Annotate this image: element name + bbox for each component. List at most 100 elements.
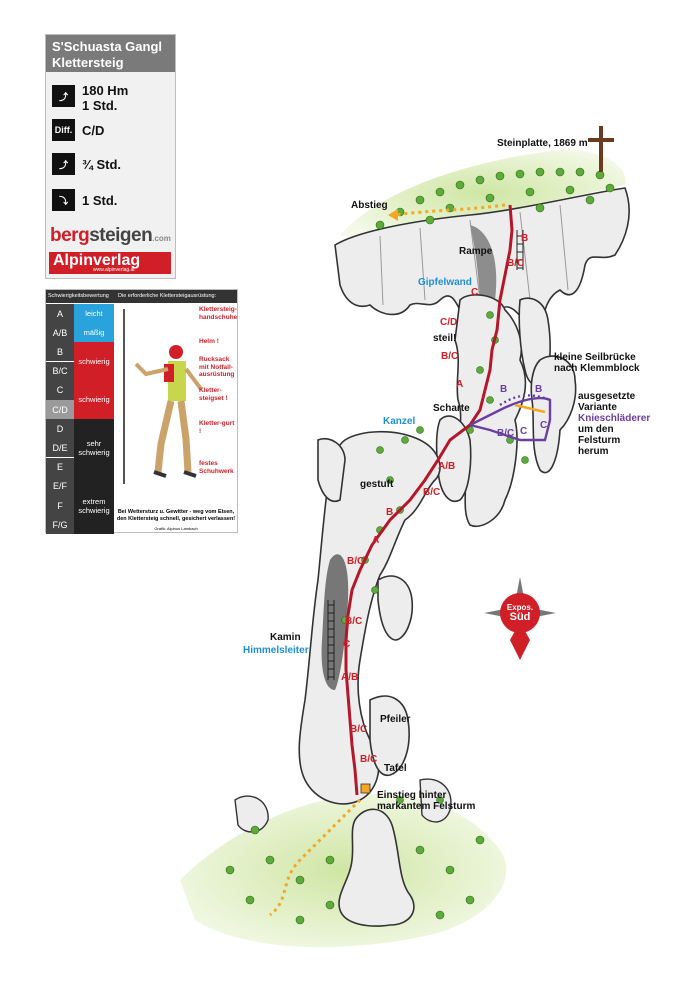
route-grade: A (456, 379, 464, 390)
equipment-callout: Helm ! (199, 338, 219, 345)
level-cell: sehr schwierig (74, 419, 114, 477)
approach-path (269, 798, 362, 917)
entry-rock-tower (338, 808, 415, 927)
alpinverlag-url: www.alpinverlag.at (93, 267, 135, 273)
table-label: Tafel (384, 763, 407, 774)
bergsteigen-logo-a: berg (50, 225, 90, 246)
variant-label: ausgesetzte Variante (578, 391, 636, 413)
ladder-marks (327, 230, 524, 680)
variant-grade: C (520, 426, 528, 437)
route-grade: C (471, 287, 479, 298)
legend-credit: Grafik: Alpinus Lambach (154, 526, 198, 531)
level-cell: mäßig (74, 323, 114, 343)
climber-illustration (123, 309, 203, 484)
summit-plateau (340, 149, 626, 237)
exposure-label: Expos. (506, 603, 534, 612)
route-info-box: S'Schuasta Gangl Klettersteig ⤴ 180 Hm 1… (45, 34, 176, 279)
route-title-line1: S'Schuasta Gangl (52, 39, 163, 54)
descent-path (394, 203, 506, 217)
grade-cell: E (46, 457, 74, 477)
bridge-label: kleine Seilbrücke nach Klemmblock (554, 352, 640, 374)
grade-cell: F/G (46, 515, 74, 535)
summit-label: Steinplatte, 1869 m (497, 138, 588, 149)
equipment-callout: Klettersteig-handschuhe (199, 306, 238, 321)
equipment-callout: Kletter-steigset ! (199, 387, 228, 402)
bergsteigen-logo-b: steigen (89, 225, 153, 246)
equipment-callout: Rucksack mit Notfall-ausrüstung (199, 356, 235, 378)
route-grade: B/C (347, 556, 365, 567)
route-grade: B/C (360, 754, 378, 765)
bridge-line (514, 403, 546, 414)
pulpit-label: Kanzel (383, 416, 416, 427)
route-title-line2: Klettersteig (52, 55, 124, 70)
summit-wall-shade (470, 225, 497, 300)
steep-label: steil! (433, 333, 457, 344)
notch-label: Scharte (433, 403, 470, 414)
route-grade: C/D (440, 317, 458, 328)
grade-cell: C (46, 380, 74, 400)
level-cell: extrem schwierig (74, 476, 114, 535)
alpinverlag-logo: Alpinverlag www.alpinverlag.at (49, 252, 171, 274)
variant-dotted-section (499, 394, 551, 406)
legend-header-right: Die erforderliche Klettersteigausrüstung… (118, 293, 217, 299)
grade-cell: D/E (46, 438, 74, 458)
climber-icon: ⤴ (52, 85, 75, 107)
hiker-descent-icon: ⤵ (52, 189, 75, 211)
alpinverlag-logo-text: Alpinverlag (53, 252, 141, 269)
difficulty-legend: Schwierigkeitsbewertung Die erforderlich… (45, 289, 238, 535)
climb-time: 1 Std. (82, 98, 118, 113)
lower-right-rocks (419, 778, 452, 823)
descent-arrow-icon (388, 209, 398, 221)
equipment-callout: festes Schuhwerk (199, 460, 234, 475)
legend-header-left: Schwierigkeitsbewertung (48, 293, 109, 299)
variant-grade: B/C (497, 428, 515, 439)
route-grade: B/C (350, 724, 368, 735)
hiker-approach-icon: ⤴ (52, 153, 75, 175)
legend-warning: Bei Wettersturz u. Gewitter - weg vom Ei… (116, 509, 236, 522)
info-header (46, 35, 175, 72)
descent-label: Abstieg (351, 200, 388, 211)
level-cell: schwierig (74, 342, 114, 381)
grade-cell: D (46, 419, 74, 439)
stepped-label: gestuft (360, 479, 394, 490)
approach-time: ¾ Std. (82, 157, 122, 172)
equipment-callout: Kletter-gurt ! (199, 420, 235, 435)
variant-grade: B (500, 384, 508, 395)
grade-cell: B (46, 342, 74, 362)
grade-cell: A (46, 304, 74, 323)
route-grade: A/B (438, 461, 456, 472)
route-grade: B/C (507, 258, 525, 269)
chimney-label: Kamin (270, 632, 301, 643)
legend-header: Schwierigkeitsbewertung Die erforderlich… (46, 290, 237, 303)
entry-label: Einstieg hinter markantem Felsturm (377, 790, 476, 812)
route-grade: A (372, 535, 380, 546)
height-gain: 180 Hm (82, 83, 129, 98)
bergsteigen-logo: bergsteigen.com (50, 225, 171, 247)
level-cell: leicht (74, 304, 114, 324)
variant-around-label: um den Felsturm herum (578, 424, 621, 457)
grade-cell: B/C (46, 361, 74, 381)
route-grade: C (343, 639, 351, 650)
route-grade: B/C (441, 351, 459, 362)
grade-cell: C/D (46, 400, 74, 419)
variant-grade: B (535, 384, 543, 395)
lower-rock-pillar (298, 430, 441, 805)
difficulty-icon: Diff. (52, 119, 75, 141)
route-grade: B/C (345, 616, 363, 627)
bergsteigen-logo-c: .com (152, 234, 171, 243)
descent-time: 1 Std. (82, 193, 118, 208)
mid-rock-towers (435, 294, 577, 527)
level-cell: schwierig (74, 380, 114, 420)
compass-rose-icon (484, 577, 556, 660)
ramp-label: Rampe (459, 246, 493, 257)
variant-grade: C (540, 420, 548, 431)
route-grade: A/B (341, 672, 359, 683)
exposure-value: Süd (509, 611, 531, 623)
grade-cell: F (46, 496, 74, 515)
main-route-line (344, 204, 514, 796)
lower-meadow (180, 794, 507, 947)
route-grade: B (521, 233, 529, 244)
summit-cross-icon (588, 126, 614, 172)
